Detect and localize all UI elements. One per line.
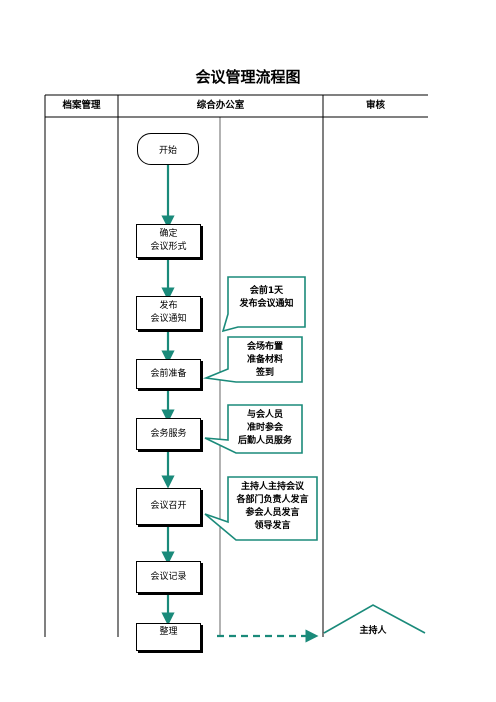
callout-service-detail: 与会人员 准时参会 后勤人员服务 <box>228 409 302 448</box>
start-node: 开始 <box>137 133 199 165</box>
step-publish-notice: 发布 会议通知 <box>136 296 201 330</box>
step-define-format: 确定 会议形式 <box>136 224 201 258</box>
callout-c4-line4: 领导发言 <box>254 521 291 531</box>
callout-c1-shape <box>221 276 306 333</box>
callout-c3-shape <box>204 404 303 454</box>
callout-c1-line1: 会前1天 <box>249 286 284 296</box>
step-service: 会务服务 <box>136 418 201 450</box>
callout-c3-line1: 与会人员 <box>246 410 283 420</box>
callout-c4-line3: 参会人员发言 <box>245 508 300 518</box>
review-diamond-shape <box>323 604 426 634</box>
step-define-format-line1: 确定 <box>159 229 178 239</box>
step-publish-notice-line2: 会议通知 <box>150 314 187 324</box>
callout-c2-line1: 会场布置 <box>246 342 283 352</box>
callout-c2-line2: 准备材料 <box>246 355 283 365</box>
callout-c4-line1: 主持人主持会议 <box>240 482 304 492</box>
step-preparation: 会前准备 <box>136 359 201 389</box>
callout-c2-shape <box>202 336 303 383</box>
callout-c2-line3: 签到 <box>255 368 274 378</box>
column-header-review: 审核 <box>365 100 385 111</box>
callout-c3-line3: 后勤人员服务 <box>237 436 292 446</box>
step-publish-notice-line1: 发布 <box>159 301 178 311</box>
step-record: 会议记录 <box>136 561 201 593</box>
review-node-label: 主持人 <box>359 626 387 636</box>
callout-notice-timing: 会前1天 发布会议通知 <box>228 285 305 311</box>
step-define-format-line2: 会议形式 <box>150 242 187 252</box>
step-meeting: 会议召开 <box>136 488 201 525</box>
column-header-office: 综合办公室 <box>196 100 245 111</box>
callout-c4-shape <box>204 476 318 541</box>
callout-meeting-detail: 主持人主持会议 各部门负责人发言 参会人员发言 领导发言 <box>226 481 319 533</box>
callout-c1-line2: 发布会议通知 <box>239 299 294 309</box>
page-title: 会议管理流程图 <box>195 68 301 86</box>
callout-c3-line2: 准时参会 <box>246 423 283 433</box>
column-header-archive: 档案管理 <box>62 100 101 111</box>
callout-preparation-detail: 会场布置 准备材料 签到 <box>228 341 302 380</box>
step-organize: 整理 <box>136 623 201 651</box>
callout-c4-line2: 各部门负责人发言 <box>236 495 309 505</box>
